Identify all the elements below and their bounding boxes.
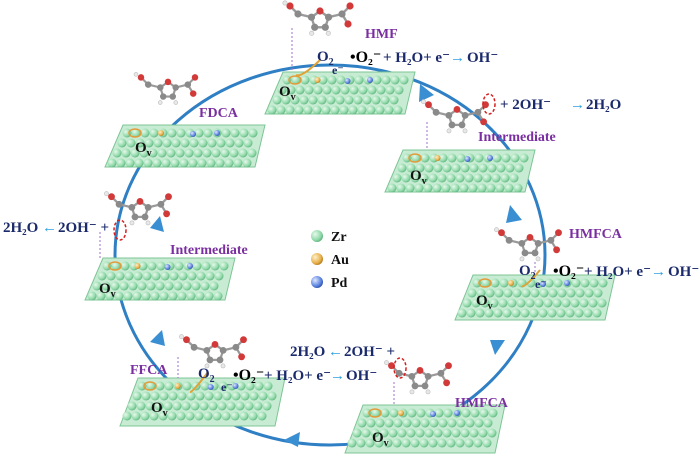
catalyst-slabs (84, 71, 616, 454)
hydroxide-right: OH⁻ (668, 264, 699, 280)
superoxide-top: •O₂⁻ (350, 49, 381, 66)
oh-bottom: 2OH⁻ + (344, 344, 395, 360)
superoxide-right: •O₂⁻ (553, 263, 584, 280)
molecule-ffca (179, 334, 247, 369)
legend-au-label: Au (331, 253, 349, 268)
water-bottom: 2H₂O (290, 344, 325, 360)
vacancy-bottom-hmfca: Ov (372, 430, 389, 449)
molecule-hmf (282, 0, 354, 36)
label-hmfca-lower: HMFCA (455, 396, 509, 411)
arrow-ffca: → (330, 368, 345, 384)
reaction-bottom-center: 2H₂O ← 2OH⁻ + (290, 344, 395, 360)
label-fdca: FDCA (199, 106, 239, 121)
cycle-arrow-left-lower (150, 330, 165, 346)
vacancy-top: Ov (279, 84, 296, 103)
molecules (99, 0, 562, 405)
vacancy-right-hmfca: Ov (476, 293, 493, 312)
molecule-intermediate-left (104, 191, 172, 241)
reaction-top: O2 e⁻ •O₂⁻ + H₂O+ e⁻ → OH⁻ (317, 49, 498, 77)
hydroxide-ffca: OH⁻ (346, 368, 377, 384)
electron-right: e⁻ (535, 277, 547, 291)
legend-pd-label: Pd (331, 276, 348, 291)
o2-ffca: O2 (198, 366, 215, 385)
cycle-arrow-top-right (419, 84, 434, 102)
vacancy-ffca: Ov (151, 400, 168, 419)
electron-ffca: e⁻ (221, 380, 233, 394)
cycle-direction-arrows (150, 84, 522, 447)
oh-to-water-right: + 2OH⁻ (500, 97, 551, 113)
cycle-arrow-left-upper (150, 216, 164, 232)
arrow-top: → (450, 50, 465, 66)
arrow-bottom: ← (328, 344, 343, 360)
water-reduction-top: + H₂O+ e⁻ (383, 50, 450, 66)
molecule-hmfca-lower (384, 357, 452, 395)
water-reduction-ffca: + H₂O+ e⁻ (264, 368, 331, 384)
cycle-arrow-right-lower (490, 340, 505, 355)
water-left: 2H₂O (3, 220, 38, 236)
arrow-right-upper: → (570, 97, 585, 113)
molecule-intermediate-right (421, 93, 496, 134)
superoxide-ffca: •O₂⁻ (233, 367, 264, 384)
slab-right-upper (384, 149, 536, 193)
water-reduction-right: + H₂O+ e⁻ (584, 264, 651, 280)
hydroxide-top: OH⁻ (467, 50, 498, 66)
label-hmf: HMF (365, 27, 398, 42)
vacancy-fdca: Ov (135, 140, 152, 159)
label-hmfca-upper: HMFCA (569, 227, 623, 242)
legend-zr-label: Zr (331, 230, 347, 245)
molecule-fdca (133, 72, 199, 105)
legend-au-swatch (311, 253, 323, 265)
label-intermediate-right: Intermediate (478, 130, 556, 145)
legend-zr-swatch (311, 230, 323, 242)
oh-left: 2OH⁻ + (58, 220, 109, 236)
cycle-ring (113, 63, 547, 447)
vacancy-right-upper: Ov (410, 168, 427, 187)
reaction-left: 2H₂O ← 2OH⁻ + (3, 220, 109, 236)
legend-pd-swatch (311, 276, 323, 288)
vacancy-left-intermediate: Ov (99, 281, 116, 300)
cycle-arrow-right-upper (506, 205, 522, 223)
slab-right-hmfca (454, 274, 616, 321)
water-right: 2H₂O (586, 97, 621, 113)
reaction-ffca: O2 e⁻ •O₂⁻ + H₂O+ e⁻ → OH⁻ (198, 366, 377, 394)
o2-right: O2 (519, 263, 536, 282)
o2-top: O2 (317, 49, 334, 68)
arrow-right-hmfca: → (651, 264, 666, 280)
vacancy-labels: Ov Ov Ov Ov Ov Ov Ov (99, 84, 493, 449)
arrow-left: ← (42, 220, 57, 236)
reaction-right-upper: + 2OH⁻ → 2H₂O (500, 97, 621, 113)
slab-bottom (344, 404, 506, 454)
slab-fdca (104, 124, 266, 168)
molecule-hmfca-upper (494, 227, 562, 262)
legend: Zr Au Pd (311, 230, 349, 291)
slab-ffca (119, 377, 286, 427)
electron-top: e⁻ (332, 63, 344, 77)
label-intermediate-left: Intermediate (170, 243, 248, 258)
cycle-arrow-bottom (284, 432, 300, 447)
reaction-right-hmfca: O2 e⁻ •O₂⁻ + H₂O+ e⁻ → OH⁻ (519, 263, 699, 291)
slab-top (264, 71, 416, 115)
slab-left (84, 257, 236, 301)
label-ffca: FFCA (130, 363, 168, 378)
